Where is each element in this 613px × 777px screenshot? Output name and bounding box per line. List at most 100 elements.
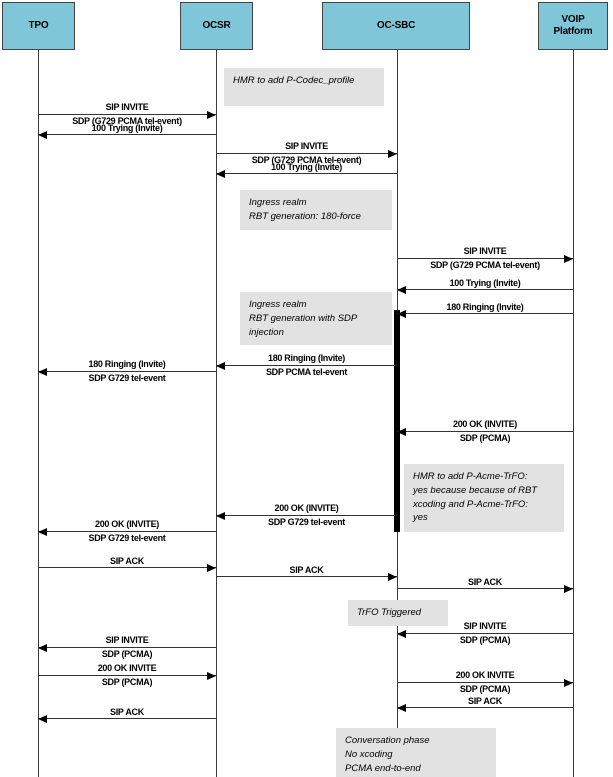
message-msg-3[interactable]: SIP INVITE SDP (G729 PCMA tel-event) [216, 141, 397, 165]
message-msg-10[interactable]: 200 OK (INVITE) SDP (PCMA) [397, 419, 573, 443]
note-conversation-phase: Conversation phase No xcoding PCMA end-t… [336, 728, 496, 777]
arrowhead-left-icon [38, 643, 47, 652]
message-label-top: SIP ACK [110, 706, 144, 717]
ocsbc-activation [394, 310, 400, 532]
message-line [38, 371, 216, 372]
message-line [216, 515, 397, 516]
message-label-top: 200 OK INVITE [455, 669, 515, 680]
message-line [38, 114, 216, 115]
message-msg-20[interactable]: SIP ACK [397, 696, 573, 712]
message-msg-19[interactable]: 200 OK INVITE SDP (PCMA) [397, 670, 573, 694]
message-line [38, 567, 216, 568]
message-label-top: SIP ACK [289, 564, 324, 575]
message-msg-18[interactable]: 200 OK INVITE SDP (PCMA) [38, 663, 216, 687]
arrowhead-right-icon [564, 254, 573, 263]
message-msg-12[interactable]: 200 OK (INVITE)SDP G729 tel-event [38, 519, 216, 543]
arrowhead-right-icon [207, 563, 216, 572]
message-label-top: SIP INVITE [463, 245, 507, 256]
message-line [397, 588, 573, 589]
message-line [397, 431, 573, 432]
message-msg-5[interactable]: SIP INVITE SDP (G729 PCMA tel-event) [397, 246, 573, 270]
arrowhead-left-icon [38, 130, 47, 139]
message-label-top: 180 Ringing (Invite) [88, 358, 166, 369]
arrowhead-left-icon [38, 367, 47, 376]
message-line [216, 576, 397, 577]
message-line [38, 675, 216, 676]
message-label-bottom: SDP G729 tel-event [88, 373, 166, 383]
message-label-top: 200 OK (INVITE) [274, 502, 339, 513]
message-line [38, 647, 216, 648]
message-line [216, 365, 397, 366]
arrowhead-right-icon [388, 572, 397, 581]
message-line [38, 134, 216, 135]
message-label-top: 180 Ringing (Invite) [446, 301, 524, 312]
message-label-bottom: SDP PCMA tel-event [265, 367, 348, 377]
message-msg-21[interactable]: SIP ACK [38, 707, 216, 723]
message-msg-4[interactable]: 100 Trying (Invite) [216, 162, 397, 178]
message-msg-9[interactable]: 180 Ringing (Invite) SDP G729 tel-event [38, 359, 216, 383]
message-label-bottom: SDP (PCMA) [101, 677, 153, 687]
message-line [397, 633, 573, 634]
arrowhead-right-icon [388, 149, 397, 158]
message-msg-13[interactable]: SIP ACK [38, 556, 216, 572]
message-label-top: 180 Ringing (Invite) [267, 352, 345, 363]
message-label-top: 100 Trying (Invite) [449, 277, 521, 288]
message-line [397, 682, 573, 683]
lifeline-voip [573, 50, 574, 777]
message-line [216, 173, 397, 174]
message-label-top: SIP INVITE [285, 140, 328, 151]
message-line [397, 289, 573, 290]
message-line [216, 153, 397, 154]
message-label-top: SIP INVITE [105, 634, 149, 645]
note-hmr-trfo: HMR to add P-Acme-TrFO: yes because beca… [404, 464, 564, 532]
lifeline-ocsr [216, 50, 217, 777]
arrowhead-right-icon [207, 671, 216, 680]
message-label-top: 200 OK (INVITE) [452, 418, 517, 429]
message-label-top: 200 OK (INVITE) [94, 518, 159, 529]
message-msg-14[interactable]: SIP ACK [216, 565, 397, 581]
arrowhead-right-icon [207, 110, 216, 119]
arrowhead-right-icon [564, 584, 573, 593]
message-label-top: SIP INVITE [105, 101, 149, 112]
actor-label: VOIP Platform [553, 13, 593, 38]
message-label-bottom: SDP (G729 PCMA tel-event) [251, 155, 362, 165]
arrowhead-left-icon [38, 527, 47, 536]
arrowhead-right-icon [564, 678, 573, 687]
message-label-bottom: SDP (G729 PCMA tel-event) [72, 116, 182, 126]
message-label-top: 100 Trying (Invite) [91, 122, 163, 133]
message-label-bottom: SDP (PCMA) [459, 684, 511, 694]
actor-ocsbc[interactable]: OC-SBC [322, 2, 470, 50]
message-msg-2[interactable]: 100 Trying (Invite) [38, 123, 216, 139]
actor-tpo[interactable]: TPO [2, 2, 75, 50]
message-label-top: 200 OK INVITE [97, 662, 157, 673]
message-msg-7[interactable]: 180 Ringing (Invite) [397, 302, 573, 318]
message-msg-17[interactable]: SIP INVITE SDP (PCMA) [38, 635, 216, 659]
note-hmr-codec: HMR to add P-Codec_profile [224, 68, 384, 106]
arrowhead-left-icon [397, 309, 406, 318]
message-line [397, 258, 573, 259]
message-msg-1[interactable]: SIP INVITE SDP (G729 PCMA tel-event) [38, 102, 216, 126]
message-line [397, 707, 573, 708]
arrowhead-left-icon [216, 169, 225, 178]
lifeline-tpo [38, 50, 39, 777]
arrowhead-left-icon [397, 629, 406, 638]
message-line [38, 531, 216, 532]
note-trfo-triggered: TrFO Triggered [348, 600, 448, 626]
arrowhead-left-icon [216, 511, 225, 520]
actor-label: TPO [28, 19, 49, 31]
message-label-bottom: SDP (PCMA) [459, 433, 511, 443]
message-msg-8[interactable]: 180 Ringing (Invite) SDP PCMA tel-event [216, 353, 397, 377]
message-msg-11[interactable]: 200 OK (INVITE)SDP G729 tel-event [216, 503, 397, 527]
actor-label: OCSR [202, 19, 231, 31]
actor-ocsr[interactable]: OCSR [180, 2, 253, 50]
message-msg-15[interactable]: SIP ACK [397, 577, 573, 593]
message-label-bottom: SDP (PCMA) [101, 649, 153, 659]
message-label-top: SIP ACK [468, 695, 502, 706]
message-label-bottom: SDP (G729 PCMA tel-event) [430, 260, 540, 270]
message-msg-6[interactable]: 100 Trying (Invite) [397, 278, 573, 294]
message-label-bottom: SDP (PCMA) [459, 635, 511, 645]
actor-voip[interactable]: VOIP Platform [538, 2, 608, 50]
note-ingress-180force: Ingress realm RBT generation: 180-force [240, 190, 392, 230]
